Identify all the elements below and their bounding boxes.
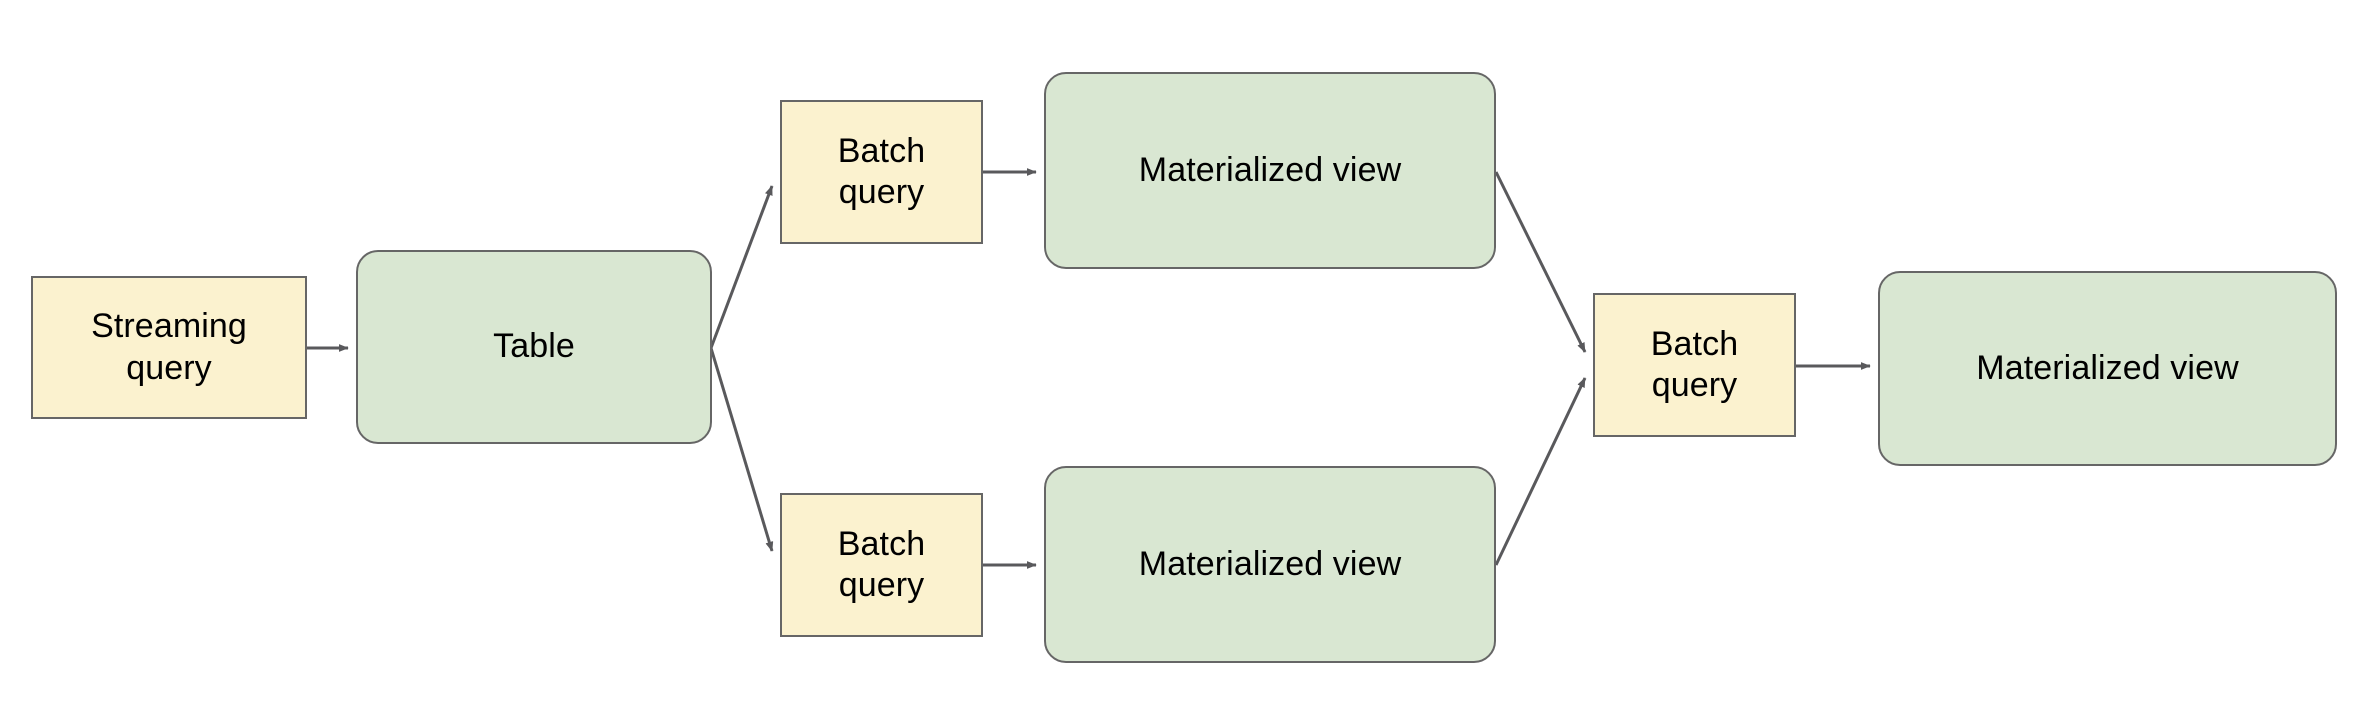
node-label-batch-query-bottom: Batch query [837, 524, 926, 604]
node-label-batch-query-top: Batch query [837, 131, 926, 211]
node-label-table: Table [493, 327, 575, 366]
edge-table-to-batch-bottom [709, 347, 774, 552]
node-streaming-query[interactable]: Streaming query [31, 276, 307, 419]
node-batch-query-bottom[interactable]: Batch query [780, 493, 983, 637]
node-label-materialized-view-final: Materialized view [1976, 348, 2239, 387]
node-batch-query-merge[interactable]: Batch query [1593, 293, 1796, 437]
node-materialized-view-top[interactable]: Materialized view [1044, 72, 1496, 269]
node-label-batch-query-merge: Batch query [1650, 324, 1739, 404]
node-batch-query-top[interactable]: Batch query [780, 100, 983, 244]
node-materialized-view-bottom[interactable]: Materialized view [1044, 466, 1496, 663]
node-table[interactable]: Table [356, 250, 712, 444]
edge-table-to-batch-top [709, 185, 774, 349]
edge-mv-bottom-to-batch-merge [1494, 377, 1587, 566]
node-label-streaming-query: Streaming query [91, 307, 247, 387]
edge-mv-top-to-batch-merge [1494, 171, 1587, 353]
node-materialized-view-final[interactable]: Materialized view [1878, 271, 2337, 466]
node-label-materialized-view-top: Materialized view [1138, 150, 1402, 189]
node-label-materialized-view-bottom: Materialized view [1138, 544, 1402, 583]
